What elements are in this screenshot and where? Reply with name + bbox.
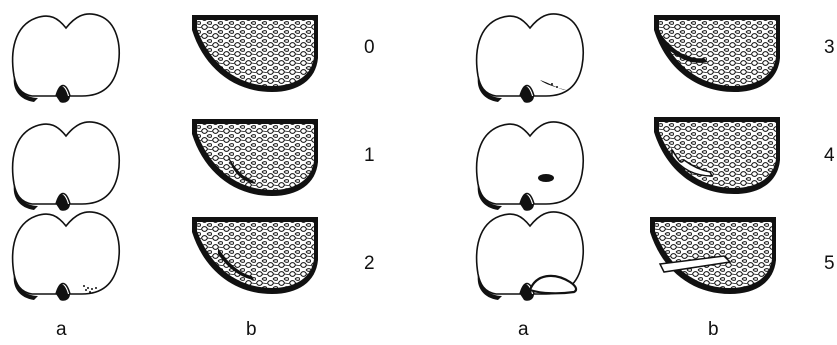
column-label-a: a [56, 320, 67, 339]
condyle-grade-1 [13, 122, 120, 211]
column-label-b: b [708, 320, 719, 339]
condyle-grade-2 [13, 212, 120, 301]
condyle-grade-0 [13, 14, 120, 103]
column-label-b: b [246, 320, 257, 339]
section-grade-5 [650, 218, 776, 294]
grade-label: 4 [824, 146, 835, 165]
section-grade-1 [192, 120, 318, 196]
condyle-grade-3 [477, 14, 584, 103]
grade-label: 2 [364, 254, 375, 273]
condyle-grade-4 [477, 122, 584, 211]
grade-label: 1 [364, 146, 375, 165]
grade-label: 0 [364, 38, 375, 57]
section-grade-3 [654, 16, 780, 92]
section-grade-2 [192, 218, 318, 294]
lesion-grade-4 [538, 174, 554, 182]
section-grade-0 [192, 16, 318, 92]
grade-label: 3 [824, 38, 835, 57]
grade-label: 5 [824, 254, 835, 273]
column-label-a: a [518, 320, 529, 339]
